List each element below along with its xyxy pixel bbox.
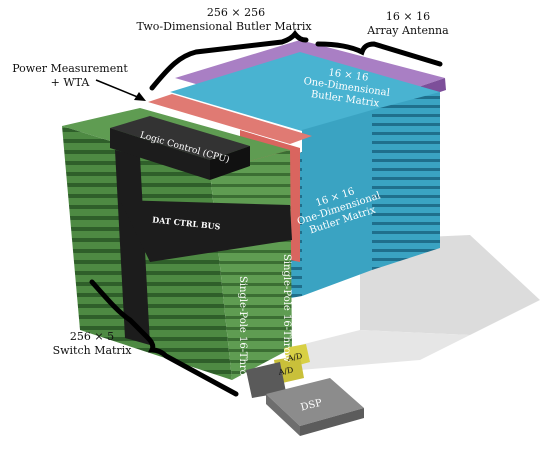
dat-ctrl-bus-horizontal: [120, 200, 292, 262]
brace-switch-matrix: [89, 279, 239, 397]
power-arrow-line: [95, 79, 141, 99]
brace-2d-butler: [149, 29, 309, 91]
cpu-top: [110, 116, 250, 160]
dsp-left: [266, 394, 300, 436]
cpu-front: [110, 128, 210, 180]
adc-legs: [246, 362, 286, 398]
switch-name-label: Switch Matrix: [53, 344, 133, 357]
switch-size-label: 256 × 5: [70, 330, 114, 343]
ground-shadow: [360, 235, 540, 335]
dat-ctrl-bus-vertical: [115, 150, 150, 345]
ad-1-label: A/D: [286, 352, 303, 364]
butler-2d-size-label: 256 × 256: [207, 6, 265, 19]
butler-2d-name-label: Two-Dimensional Butler Matrix: [136, 20, 312, 33]
butler-1d-front-face: [302, 110, 372, 296]
power-arrow-head: [134, 92, 146, 101]
ground-shadow-2: [300, 330, 470, 370]
ad-2-label: A/D: [277, 366, 294, 378]
butler-1d-right-face: [372, 92, 440, 270]
sp16t-left-label: Single-Pole 16-Throw: [237, 276, 248, 385]
wta-label: + WTA: [51, 76, 91, 89]
dsp-top: [266, 378, 364, 426]
cpu-side: [210, 146, 250, 180]
sp16t-right-label: Single-Pole 16-Throw: [281, 254, 292, 363]
array-size-label: 16 × 16: [386, 10, 430, 23]
measurement-slab-top: [148, 94, 312, 144]
dsp-front: [300, 408, 364, 436]
power-measurement-label: Power Measurement: [12, 62, 128, 75]
array-name-label: Array Antenna: [366, 24, 449, 37]
brace-array-antenna: [315, 41, 443, 67]
dsp-label: DSP: [300, 398, 324, 414]
